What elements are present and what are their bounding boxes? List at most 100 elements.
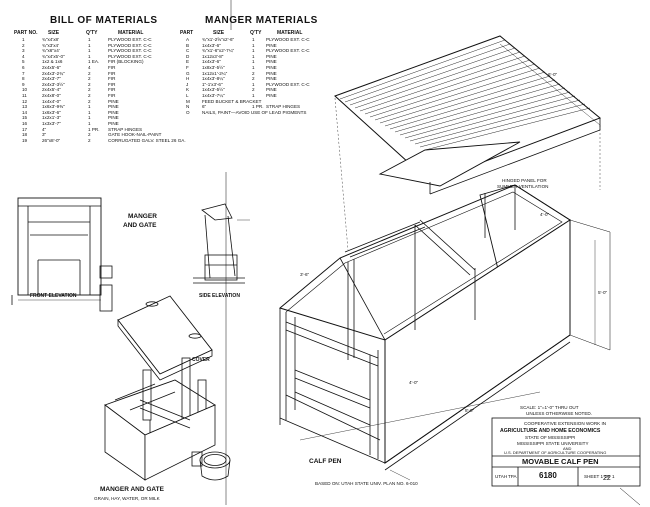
- bill_of_materials-cell: 4": [42, 126, 47, 132]
- bill_of_materials-cell: 6: [22, 65, 25, 70]
- bill_of_materials-cell: 8: [22, 76, 25, 82]
- plan-code-label: UTAH: [495, 474, 508, 479]
- bill_of_materials-cell: 17: [22, 126, 28, 132]
- manger_materials-cell: PINE: [266, 76, 277, 82]
- manger_materials-cell: F: [186, 65, 189, 70]
- manger_materials-cell: PLYWOOD EXT. C-C: [266, 48, 310, 54]
- bom-header-size: SIZE: [48, 30, 60, 36]
- manger_materials-cell: 1x4x3'-5½": [202, 87, 225, 93]
- manger-gate-title: MANGER AND GATE: [100, 486, 164, 493]
- manger_materials-cell: STRAP HINGES: [266, 104, 301, 110]
- bill_of_materials-cell: 2: [88, 76, 91, 82]
- calf-pen-label: CALF PEN: [309, 458, 342, 465]
- bill_of_materials-cell: 4: [88, 65, 91, 70]
- manger_materials-cell: 2: [252, 87, 255, 93]
- bill_of_materials-cell: 26"x8'-0": [42, 137, 61, 143]
- manger_materials-cell: 1: [252, 48, 255, 54]
- coop-line-3: STATE OF MISSISSIPPI: [525, 435, 576, 440]
- front-elevation-label: FRONT ELEVATION: [30, 293, 77, 299]
- manger-gate-label-1: MANGER: [128, 213, 157, 220]
- manger_materials-cell: PINE: [266, 70, 277, 76]
- bill_of_materials-cell: 1x3x3'-7": [42, 121, 61, 126]
- dim-roof-6ft: 6'-0": [548, 72, 558, 77]
- bill-of-materials-title: BILL OF MATERIALS: [50, 15, 158, 26]
- coop-line-1: COOPERATIVE EXTENSION WORK IN: [524, 421, 607, 426]
- manger_materials-cell: 1x4x3'-6": [202, 59, 221, 65]
- bill_of_materials-cell: 2: [88, 87, 91, 93]
- manger_materials-cell: L: [186, 93, 189, 98]
- bill_of_materials-cell: 1: [88, 48, 91, 54]
- manger_materials-cell: E: [186, 59, 190, 65]
- manger_materials-cell: 2: [252, 76, 255, 82]
- bill_of_materials-cell: 1 EA.: [88, 59, 100, 65]
- dim-side-5ft: 5'-0": [598, 290, 608, 295]
- manger_materials-cell: PINE: [266, 93, 277, 98]
- dim-base-8ft: 8'-0": [465, 408, 475, 413]
- mm-header-qty: Q'TY: [250, 30, 262, 36]
- bill_of_materials-cell: 3": [42, 132, 47, 138]
- bill_of_materials-cell: FIR: [108, 87, 116, 93]
- bill_of_materials-cell: STRAP HINGES: [108, 126, 143, 132]
- bill_of_materials-cell: 7: [22, 70, 25, 76]
- mm-header-material: MATERIAL: [277, 30, 303, 36]
- bill_of_materials-cell: ¾"x4'x5'-0": [42, 53, 65, 59]
- bill_of_materials-cell: GATE HOOK-NAIL-PAINT: [108, 132, 162, 138]
- hinged-panel-note-2: SUMMER VENTILATION: [497, 184, 549, 189]
- bill_of_materials-cell: 1: [88, 115, 91, 121]
- bill_of_materials-cell: PLYWOOD EXT. C-C: [108, 48, 152, 54]
- manger_materials-cell: PLYWOOD EXT. C-C: [266, 37, 310, 42]
- manger_materials-cell: 1x12x1'-2¼": [202, 70, 228, 76]
- bill_of_materials-cell: ¾"x6"x4': [42, 48, 60, 54]
- bill_of_materials-cell: 1: [88, 104, 91, 110]
- manger_materials-cell: PINE: [266, 53, 277, 59]
- manger_materials-cell: PINE: [266, 65, 277, 70]
- coop-line-6: U.S. DEPARTMENT OF AGRICULTURE COOPERATI…: [504, 450, 607, 455]
- mm-header-part: PART: [180, 30, 194, 36]
- manger_materials-cell: ¾"x1'-2⅝"x2'-6": [202, 37, 235, 42]
- manger_materials-cell: 1: [252, 37, 255, 42]
- manger_materials-cell: M: [186, 98, 190, 104]
- bill_of_materials-cell: 1: [22, 37, 25, 42]
- scale-note-2: UNLESS OTHERWISE NOTED.: [526, 411, 593, 416]
- bill_of_materials-cell: 14: [22, 109, 28, 115]
- manger_materials-cell: PLYWOOD EXT. C-C: [266, 81, 310, 87]
- manger_materials-cell: 1x12x3'-8": [202, 53, 224, 59]
- bill_of_materials-cell: ¾"x4'x8': [42, 37, 59, 42]
- bill_of_materials-cell: PINE: [108, 115, 119, 121]
- bill_of_materials-cell: 1: [88, 109, 91, 115]
- dim-front-3-6: 3'-6": [300, 272, 310, 277]
- bill_of_materials-cell: PINE: [108, 104, 119, 110]
- bom-header-material: MATERIAL: [118, 30, 144, 36]
- manger_materials-cell: N: [186, 104, 190, 110]
- bill_of_materials-cell: 11: [22, 93, 27, 98]
- title-block: [491, 417, 641, 506]
- manger_materials-cell: PINE: [266, 87, 277, 93]
- bill_of_materials-cell: 19: [22, 137, 28, 143]
- coop-line-2: AGRICULTURE AND HOME ECONOMICS: [500, 428, 601, 434]
- bill_of_materials-cell: PINE: [108, 98, 119, 104]
- bill_of_materials-cell: 3: [22, 48, 25, 54]
- bill_of_materials-cell: 12: [22, 98, 28, 104]
- manger_materials-cell: 1: [252, 81, 255, 87]
- manger_materials-cell: FEED BUCKET & BRACKET: [202, 98, 262, 104]
- bom-header-qty: Q'TY: [86, 30, 98, 36]
- bill_of_materials-cell: 2: [22, 42, 25, 48]
- bill_of_materials-cell: 10: [22, 87, 28, 93]
- manger_materials-cell: H: [186, 76, 190, 82]
- mm-header-size: SIZE: [213, 30, 225, 36]
- manger_materials-cell: 1x4x3'-7¼": [202, 93, 225, 98]
- bill_of_materials-cell: 2x4x3'-3½": [42, 81, 65, 87]
- bill_of_materials-cell: FIR: [108, 70, 116, 76]
- manger_materials-cell: B: [186, 42, 190, 48]
- bom-header-part: PART NO.: [14, 30, 38, 36]
- bill_of_materials-cell: 1: [88, 121, 91, 126]
- plan-number: 6180: [539, 471, 557, 480]
- bill_of_materials-cell: FIR: [108, 76, 116, 82]
- manger_materials-cell: NAILS, PAINT—AVOID USE OF LEAD PIGMENTS: [202, 109, 307, 115]
- bill_of_materials-cell: 15: [22, 115, 28, 121]
- manger_materials-cell: PINE: [266, 59, 277, 65]
- bill_of_materials-cell: 4: [22, 53, 25, 59]
- manger_materials-cell: 1: [252, 93, 255, 98]
- manger_materials-cell: C: [186, 48, 190, 54]
- bill_of_materials-cell: 1: [88, 37, 91, 42]
